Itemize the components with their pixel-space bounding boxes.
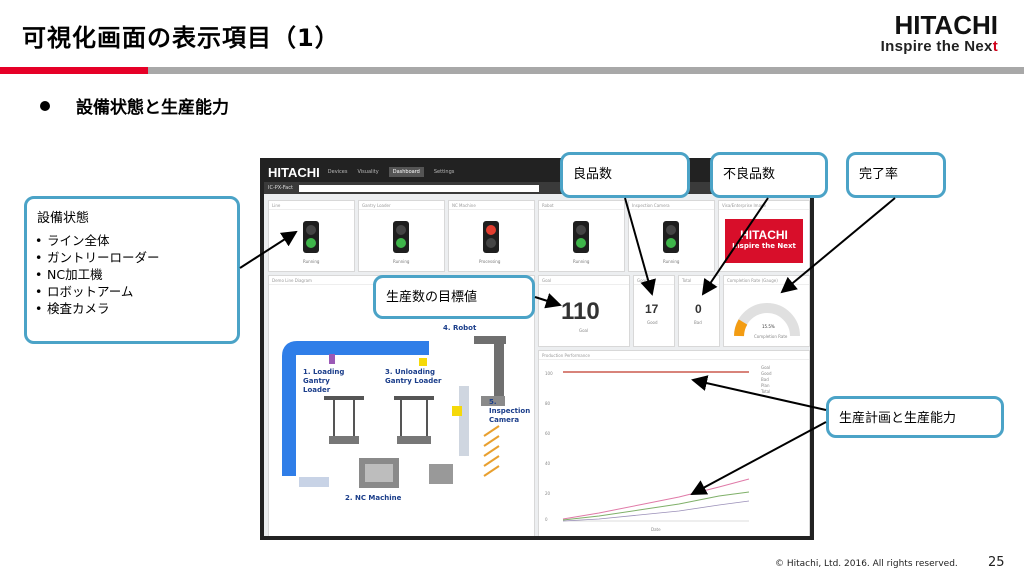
traffic-light-icon bbox=[303, 221, 319, 253]
gauge-caption: Completion Rate bbox=[754, 334, 788, 339]
traffic-light-icon bbox=[393, 221, 409, 253]
diagram-label-inspection: 5. Inspection Camera bbox=[489, 398, 531, 424]
status-camera: Running bbox=[663, 259, 680, 264]
copyright: © Hitachi, Ltd. 2016. All rights reserve… bbox=[775, 559, 958, 569]
chart-legend: Goal Good Bad Plan Total bbox=[761, 365, 772, 394]
status-gantry: Running bbox=[393, 259, 410, 264]
panel-gantry: Gantry Loader Running bbox=[358, 200, 445, 272]
nav-visuality[interactable]: Visuality bbox=[357, 169, 379, 175]
callout-good-count: 良品数 bbox=[560, 152, 690, 198]
section-bullet: 設備状態と生産能力 bbox=[40, 93, 229, 118]
diagram-label-loading: 1. Loading Gantry Loader bbox=[303, 368, 345, 394]
y-tick: 40 bbox=[545, 461, 551, 466]
panel-good: Good 17 Good bbox=[633, 275, 675, 347]
logo-brand: HITACHI bbox=[894, 10, 998, 40]
callout-plan-capacity: 生産計画と生産能力 bbox=[826, 396, 1004, 438]
list-item: 検査カメラ bbox=[35, 300, 227, 317]
dashboard-logo: HITACHI bbox=[268, 164, 320, 180]
diagram-label-robot: 4. Robot bbox=[443, 324, 477, 332]
logo-tagline: Inspire the Next bbox=[880, 38, 998, 55]
nav-dashboard[interactable]: Dashboard bbox=[388, 167, 424, 177]
good-value: 17 bbox=[645, 302, 659, 316]
goal-value: 110 bbox=[561, 298, 600, 325]
y-tick: 20 bbox=[545, 491, 551, 496]
production-chart bbox=[562, 371, 750, 522]
bad-value: 0 bbox=[695, 302, 702, 316]
list-item: NC加工機 bbox=[35, 266, 227, 283]
nav-settings[interactable]: Settings bbox=[433, 169, 455, 175]
equipment-list: ライン全体 ガントリーローダー NC加工機 ロボットアーム 検査カメラ bbox=[35, 232, 227, 317]
panel-bad: Total 0 Bad bbox=[678, 275, 720, 347]
y-tick: 60 bbox=[545, 431, 551, 436]
list-item: ガントリーローダー bbox=[35, 249, 227, 266]
status-nc: Processing bbox=[479, 259, 501, 264]
good-caption: Good bbox=[647, 320, 658, 325]
callout-equipment-title: 設備状態 bbox=[37, 211, 90, 226]
diagram-label-nc: 2. NC Machine bbox=[345, 494, 402, 502]
page-title: 可視化画面の表示項目（1） bbox=[22, 24, 340, 52]
gauge-value: 15.5% bbox=[762, 324, 775, 329]
y-tick: 100 bbox=[545, 371, 553, 376]
y-tick: 0 bbox=[545, 517, 548, 522]
y-tick: 80 bbox=[545, 401, 551, 406]
panel-robot: Robot Running bbox=[538, 200, 625, 272]
breadcrumb: IC-PX-Fact bbox=[268, 185, 293, 191]
divider-accent bbox=[0, 67, 148, 74]
hitachi-logo: HITACHI Inspire the Next bbox=[881, 12, 998, 55]
goal-caption: Goal bbox=[579, 328, 589, 333]
traffic-light-icon bbox=[663, 221, 679, 253]
diagram-label-unloading: 3. Unloading Gantry Loader bbox=[385, 368, 442, 385]
header-divider bbox=[0, 67, 1024, 74]
callout-target: 生産数の目標値 bbox=[373, 275, 535, 319]
callout-equipment-status: 設備状態 ライン全体 ガントリーローダー NC加工機 ロボットアーム 検査カメラ bbox=[24, 196, 240, 344]
bullet-dot bbox=[40, 100, 50, 111]
nav-devices[interactable]: Devices bbox=[327, 169, 348, 175]
panel-goal: Goal 110 Goal bbox=[538, 275, 630, 347]
status-line: Running bbox=[303, 259, 320, 264]
traffic-light-icon bbox=[483, 221, 499, 253]
panel-nc: NC Machine Processing bbox=[448, 200, 535, 272]
filter-input[interactable] bbox=[298, 184, 539, 192]
chart-xlabel: Date bbox=[651, 527, 661, 532]
callout-completion-rate: 完了率 bbox=[846, 152, 946, 198]
completion-gauge bbox=[734, 303, 800, 337]
page-number: 25 bbox=[988, 555, 1005, 570]
list-item: ライン全体 bbox=[35, 232, 227, 249]
line-diagram bbox=[282, 336, 506, 488]
callout-defect-count: 不良品数 bbox=[710, 152, 828, 198]
list-item: ロボットアーム bbox=[35, 283, 227, 300]
status-robot: Running bbox=[573, 259, 590, 264]
traffic-light-icon bbox=[573, 221, 589, 253]
bad-caption: Bad bbox=[694, 320, 702, 325]
panel-production: Production Performance 100 80 60 40 20 0… bbox=[538, 350, 810, 536]
bullet-heading: 設備状態と生産能力 bbox=[76, 98, 229, 118]
